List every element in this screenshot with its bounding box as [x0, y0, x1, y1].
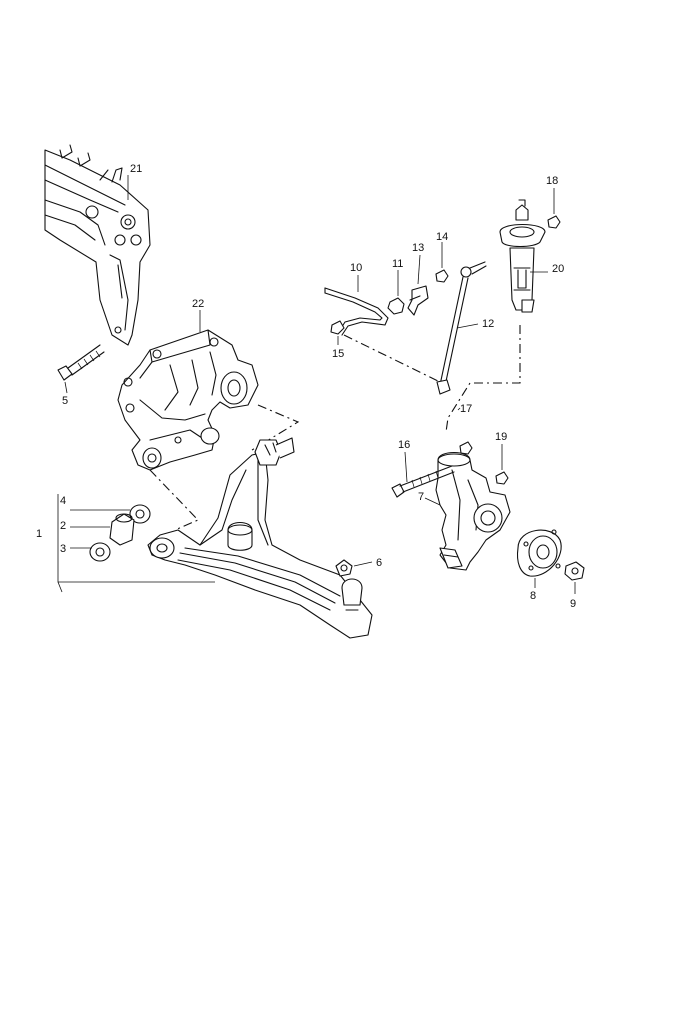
bracket-part-22: [117, 329, 259, 471]
stabiliser-bar-part-10: [324, 287, 389, 336]
strut-line: [445, 325, 521, 433]
callout-7: 7: [418, 491, 424, 503]
nut-part-6: [335, 559, 353, 577]
callout-9: 9: [570, 598, 576, 610]
knuckle-part-7: [435, 451, 511, 571]
callout-6: 6: [376, 557, 382, 569]
subframe-part-21: [44, 144, 151, 346]
callout-14: 14: [436, 231, 448, 243]
callout-18: 18: [546, 175, 558, 187]
callout-10: 10: [350, 262, 362, 274]
hub-part-8: [516, 529, 562, 577]
bolt-part-16: [391, 465, 455, 498]
callout-16: 16: [398, 439, 410, 451]
hub-nut-part-9: [564, 561, 585, 581]
nut-part-14: [435, 269, 449, 283]
callout-20: 20: [552, 263, 564, 275]
callout-19: 19: [495, 431, 507, 443]
bush-part-11: [387, 297, 405, 315]
bushing-part-2: [109, 513, 135, 546]
callout-17: 17: [460, 403, 472, 415]
mount-line-front: [149, 469, 199, 531]
callout-21: 21: [130, 163, 142, 175]
clamp-part-13: [407, 285, 429, 316]
link-part-12: [436, 261, 487, 395]
nut-part-15: [330, 320, 345, 335]
link-line: [343, 334, 441, 383]
callout-13: 13: [412, 242, 424, 254]
bolt-part-5: [57, 344, 105, 381]
callout-15: 15: [332, 348, 344, 360]
washer-part-4: [129, 504, 151, 524]
callout-3: 3: [60, 543, 66, 555]
control-arm: [147, 437, 373, 639]
callout-1: 1: [36, 528, 42, 540]
callout-8: 8: [530, 590, 536, 602]
strut-part-20: [499, 199, 546, 313]
nut-part-19: [459, 441, 509, 485]
callout-22: 22: [192, 298, 204, 310]
callout-4: 4: [60, 495, 66, 507]
callout-2: 2: [60, 520, 66, 532]
callout-5: 5: [62, 395, 68, 407]
callout-11: 11: [392, 258, 403, 270]
callout-12: 12: [482, 318, 494, 330]
washer-part-3: [89, 542, 111, 562]
nut-part-18: [547, 215, 561, 229]
